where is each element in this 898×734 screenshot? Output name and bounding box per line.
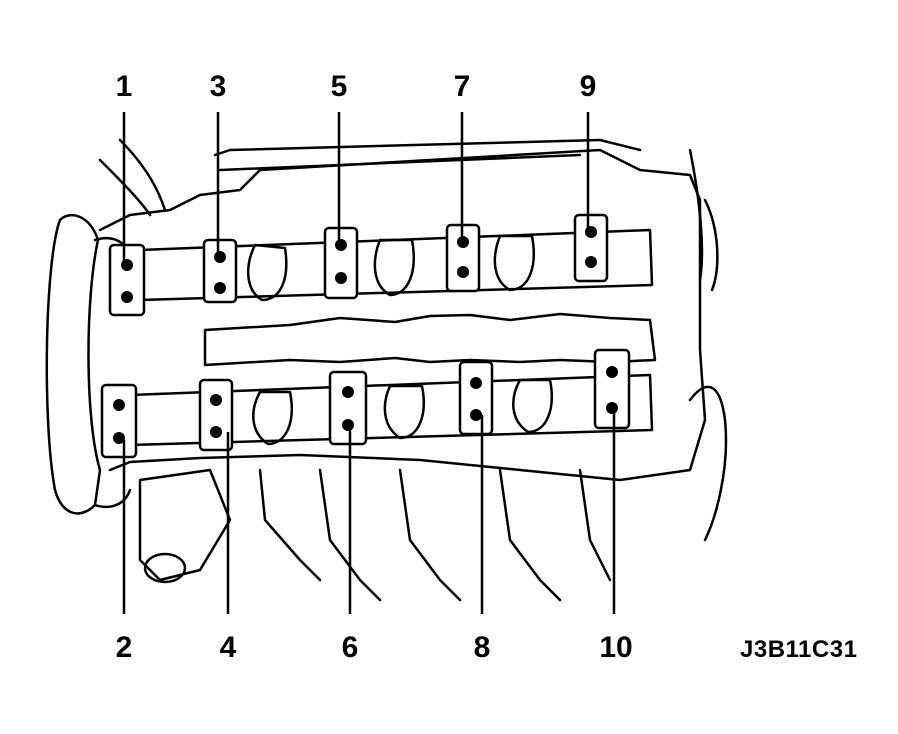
bearing-cap-4	[198, 378, 234, 452]
timing-belt-cover	[45, 214, 102, 515]
callout-2: 2	[115, 631, 133, 664]
callout-10: 10	[599, 631, 633, 664]
bearing-cap-10	[593, 348, 631, 430]
figure-code: J3B11C31	[740, 636, 858, 663]
bearing-cap-6	[328, 370, 368, 446]
spark-plug-cover	[203, 312, 657, 367]
bearing-cap-3	[202, 238, 238, 304]
callout-4: 4	[219, 631, 237, 664]
callout-9: 9	[579, 70, 597, 103]
callout-6: 6	[341, 631, 359, 664]
bearing-cap-2	[100, 383, 138, 459]
callout-3: 3	[209, 70, 227, 103]
bearing-cap-9	[573, 213, 609, 283]
callout-1: 1	[115, 70, 133, 103]
callout-7: 7	[453, 70, 471, 103]
callout-8: 8	[473, 631, 491, 664]
bearing-cap-1	[108, 243, 146, 317]
bearing-cap-5	[323, 226, 359, 300]
callout-5: 5	[330, 70, 348, 103]
bearing-cap-8	[458, 360, 494, 436]
intake-manifold	[258, 468, 612, 602]
